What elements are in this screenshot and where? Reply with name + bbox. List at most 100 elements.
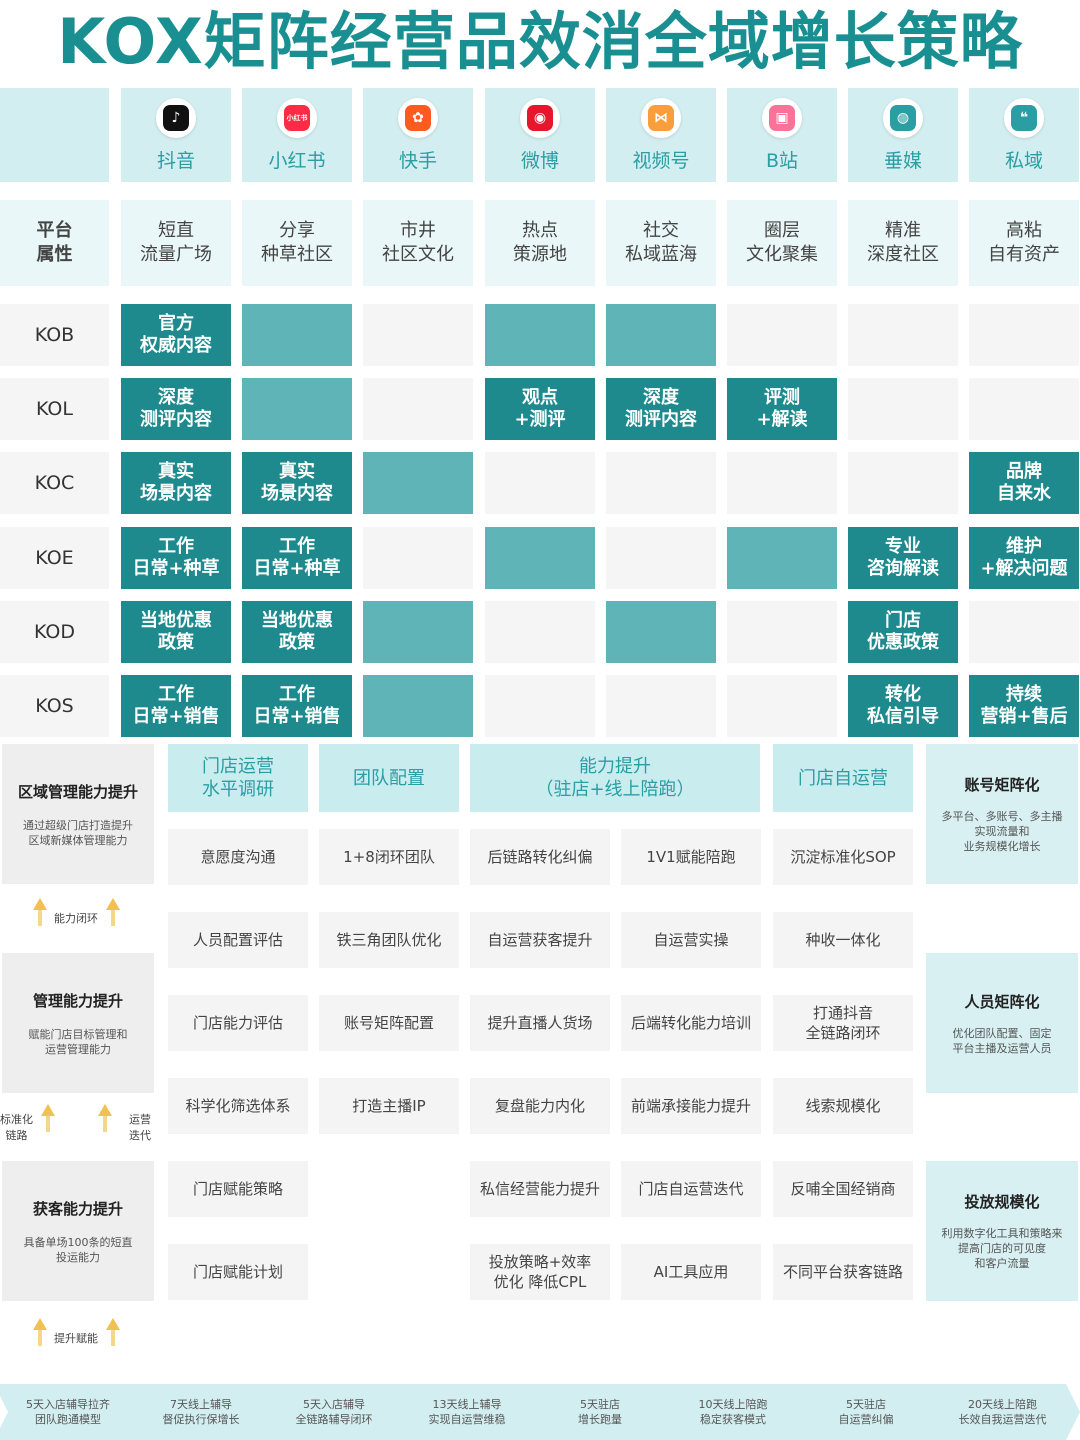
xiaohongshu-icon: 小红书: [277, 97, 317, 138]
up-arrow-icon: [106, 1318, 120, 1330]
task-cell: 后端转化能力培训: [621, 995, 761, 1051]
platform-header-4: ◉ 微博: [485, 88, 595, 182]
chat-icon-glyph: ❝: [1011, 104, 1037, 131]
task-cell: 门店能力评估: [168, 995, 308, 1051]
block-title: 管理能力提升: [32, 991, 123, 1010]
kox-row-label: KOD: [0, 601, 109, 663]
kox-cell: [242, 304, 352, 366]
task-cell: 门店赋能策略: [168, 1161, 308, 1217]
weibo-icon: ◉: [520, 97, 560, 138]
left-capability-block: 管理能力提升赋能门店目标管理和 运营管理能力: [2, 953, 154, 1093]
platform-header-6: ▣B站: [727, 88, 837, 182]
platform-attribute: 精准 深度社区: [848, 200, 958, 286]
kox-row-label: KOE: [0, 527, 109, 589]
kox-cell: 真实 场景内容: [242, 452, 352, 514]
kox-cell: [485, 452, 595, 514]
block-title: 账号矩阵化: [964, 776, 1040, 794]
platform-attribute: 市井 社区文化: [363, 200, 473, 286]
phase-header: 门店运营 水平调研: [168, 744, 308, 812]
kox-cell: 门店 优惠政策: [848, 601, 958, 663]
platform-attribute: 圈层 文化聚集: [727, 200, 837, 286]
kox-cell: 工作 日常+销售: [242, 675, 352, 737]
kox-cell: [606, 452, 716, 514]
platform-attribute: 热点 策源地: [485, 200, 595, 286]
kox-cell: 官方 权威内容: [121, 304, 231, 366]
arrow-stem: [111, 1330, 115, 1346]
link-label: 提升赋能: [54, 1332, 98, 1345]
up-arrow-icon: [33, 898, 47, 910]
platform-header-7: ◍垂媒: [848, 88, 958, 182]
kox-cell: [727, 601, 837, 663]
kox-cell: [606, 601, 716, 663]
link-label: 标准化 链路: [0, 1113, 33, 1142]
page-title: KOX矩阵经营品效消全域增长策略: [57, 5, 1023, 78]
block-desc: 赋能门店目标管理和 运营管理能力: [28, 1027, 128, 1056]
arrow-stem: [38, 1330, 42, 1346]
task-cell: 前端承接能力提升: [621, 1078, 761, 1134]
task-cell: 复盘能力内化: [470, 1078, 610, 1134]
task-cell: 铁三角团队优化: [319, 912, 459, 968]
up-arrow-icon: [106, 898, 120, 910]
task-cell: 账号矩阵配置: [319, 995, 459, 1051]
arrow-stem: [38, 910, 42, 926]
task-cell: 后链路转化纠偏: [470, 829, 610, 885]
arrow-stem: [111, 910, 115, 926]
kox-cell: 深度 测评内容: [606, 378, 716, 440]
platform-header-3: ✿快手: [363, 88, 473, 182]
task-cell: 不同平台获客链路: [773, 1244, 913, 1300]
timeline-step: 10天线上陪跑 稳定获客模式: [659, 1384, 807, 1440]
kox-cell: 品牌 自来水: [969, 452, 1079, 514]
globe-icon-glyph: ◍: [890, 104, 916, 131]
platform-label: B站: [765, 149, 799, 172]
kox-cell: 维护 +解决问题: [969, 527, 1079, 589]
kox-cell: 观点 +测评: [485, 378, 595, 440]
kox-cell: [242, 378, 352, 440]
task-cell: 门店自运营迭代: [621, 1161, 761, 1217]
task-cell: 种收一体化: [773, 912, 913, 968]
platform-label: 微博: [520, 149, 559, 172]
kox-row-label: KOC: [0, 452, 109, 514]
attr-row-label: 平台 属性: [0, 200, 109, 286]
block-title: 获客能力提升: [32, 1199, 123, 1218]
up-arrow-icon: [33, 1318, 47, 1330]
platform-attribute: 短直 流量广场: [121, 200, 231, 286]
kox-cell: [848, 304, 958, 366]
kox-cell: [969, 378, 1079, 440]
task-cell: 打造主播IP: [319, 1078, 459, 1134]
chat-icon: ❝: [1004, 97, 1044, 138]
platform-header-5: ⋈ 视频号: [606, 88, 716, 182]
douyin-icon: ♪: [156, 97, 196, 138]
task-cell: 1V1赋能陪跑: [621, 829, 761, 885]
platform-header-1: ♪抖音: [121, 88, 231, 182]
kox-cell: 真实 场景内容: [121, 452, 231, 514]
kox-cell: [606, 675, 716, 737]
platform-label: 视频号: [632, 149, 690, 172]
right-matrix-block: 账号矩阵化多平台、多账号、多主播 实现流量和 业务规模化增长: [926, 744, 1078, 884]
task-cell: 线索规模化: [773, 1078, 913, 1134]
kox-cell: 转化 私信引导: [848, 675, 958, 737]
kox-cell: [363, 675, 473, 737]
task-cell: 意愿度沟通: [168, 829, 308, 885]
shipinhao-icon: ⋈: [641, 97, 681, 138]
kox-cell: [363, 601, 473, 663]
shipinhao-icon-glyph: ⋈: [648, 104, 674, 131]
kox-row-label: KOB: [0, 304, 109, 366]
globe-icon: ◍: [883, 97, 923, 138]
kox-cell: [485, 304, 595, 366]
kox-cell: [363, 527, 473, 589]
block-desc: 通过超级门店打造提升 区域新媒体管理能力: [23, 818, 133, 847]
task-cell: 自运营获客提升: [470, 912, 610, 968]
kox-cell: [969, 304, 1079, 366]
kox-row-label: KOS: [0, 675, 109, 737]
platform-header-8: ❝私域: [969, 88, 1079, 182]
kox-cell: [606, 527, 716, 589]
kox-cell: 专业 咨询解读: [848, 527, 958, 589]
kox-row-label: KOL: [0, 378, 109, 440]
platform-label: 小红书: [268, 149, 326, 172]
kox-cell: [363, 304, 473, 366]
kox-cell: [606, 304, 716, 366]
kox-cell: [727, 675, 837, 737]
block-desc: 优化团队配置、固定 平台主播及运营人员: [952, 1026, 1052, 1055]
kox-cell: 工作 日常+种草: [242, 527, 352, 589]
platform-attribute: 分享 种草社区: [242, 200, 352, 286]
